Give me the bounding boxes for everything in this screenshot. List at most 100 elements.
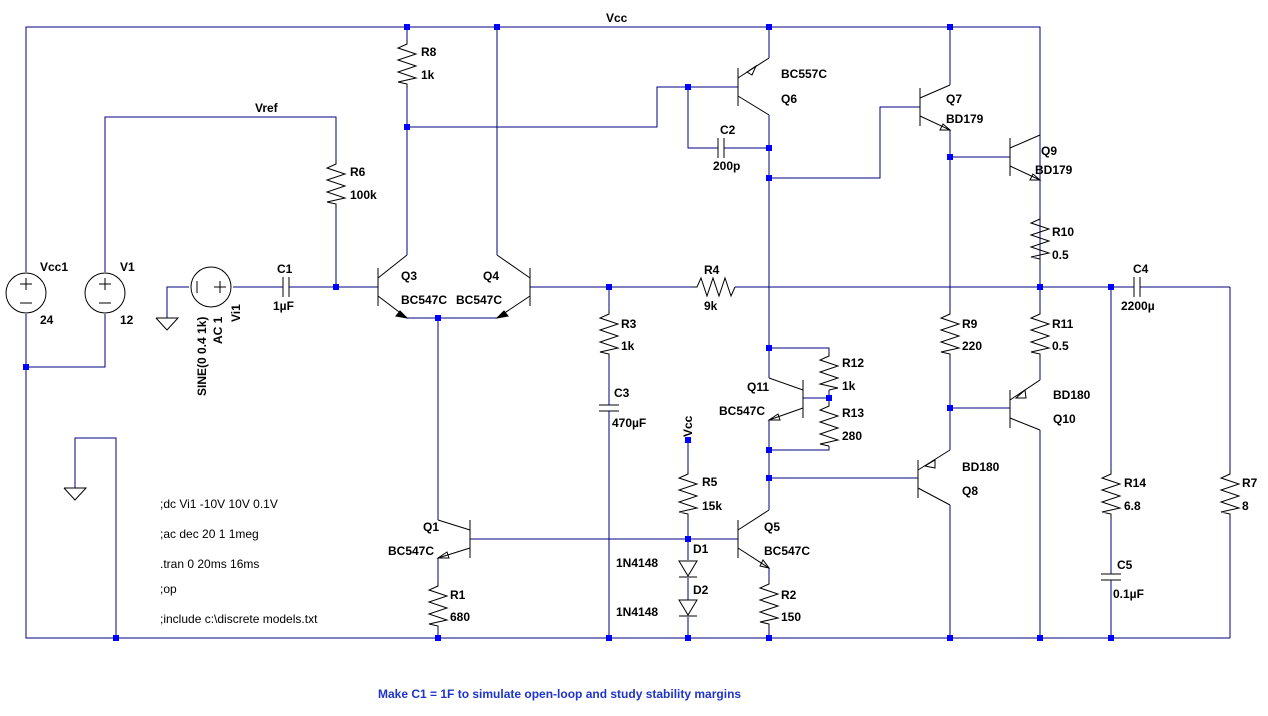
junction-dot <box>404 124 410 130</box>
junction-dot <box>685 635 691 641</box>
r5-name: R5 <box>702 475 718 489</box>
c2-capacitor-symbol <box>712 138 729 158</box>
r6-value: 100k <box>350 188 377 202</box>
r12-name: R12 <box>842 356 864 370</box>
r2-value: 150 <box>781 610 801 624</box>
q3-name: Q3 <box>401 269 417 283</box>
r9-value: 220 <box>962 339 982 353</box>
r6-resistor-symbol <box>325 160 347 208</box>
vi1-ac: AC 1 <box>211 316 225 344</box>
r13-name: R13 <box>842 406 864 420</box>
c1-value: 1µF <box>273 299 294 313</box>
junction-dot <box>826 395 832 401</box>
c5-name: C5 <box>1117 558 1133 572</box>
r10-name: R10 <box>1052 225 1074 239</box>
r14-value: 6.8 <box>1124 499 1141 513</box>
spice-directive[interactable]: .tran 0 20ms 16ms <box>160 557 259 571</box>
q11-name: Q11 <box>747 380 769 394</box>
r11-resistor-symbol <box>1029 310 1051 358</box>
junction-dot <box>333 284 339 290</box>
spice-directive[interactable]: ;op <box>160 582 177 596</box>
q6-name: Q6 <box>781 92 797 106</box>
junction-dot <box>1037 635 1043 641</box>
r13-resistor-symbol <box>818 402 840 447</box>
ground-symbol-left <box>63 487 88 501</box>
vcc1-source-symbol <box>5 272 47 314</box>
vi1-sine: SINE(0 0.4 1k) <box>195 317 209 396</box>
r12-value: 1k <box>842 379 856 393</box>
junction-dot <box>404 24 410 30</box>
v1-name: V1 <box>120 260 135 274</box>
junction-dot <box>947 405 953 411</box>
q1-transistor-symbol <box>436 519 471 559</box>
r10-value: 0.5 <box>1052 248 1069 262</box>
q10-name: Q10 <box>1053 412 1076 426</box>
junction-dot <box>685 84 691 90</box>
net-label-vcc: Vcc <box>606 11 628 25</box>
vcc1-name: Vcc1 <box>40 260 68 274</box>
junction-dot <box>766 475 772 481</box>
junction-dot <box>766 635 772 641</box>
r7-name: R7 <box>1242 476 1258 490</box>
q11-model: BC547C <box>719 404 765 418</box>
spice-directive[interactable]: ;include c:\discrete models.txt <box>160 612 318 626</box>
q5-model: BC547C <box>764 544 810 558</box>
c2-name: C2 <box>720 123 736 137</box>
r14-name: R14 <box>1124 476 1146 490</box>
q8-transistor-symbol <box>917 449 951 506</box>
junction-dot <box>23 364 29 370</box>
r3-resistor-symbol <box>598 310 620 358</box>
junction-dot <box>685 536 691 542</box>
q5-name: Q5 <box>764 520 780 534</box>
q4-model: BC547C <box>456 293 502 307</box>
junction-dot <box>435 315 441 321</box>
q7-model: BD179 <box>946 112 984 126</box>
c1-capacitor-symbol <box>277 277 294 297</box>
d1-name: D1 <box>693 542 709 556</box>
junction-dot <box>494 24 500 30</box>
r4-resistor-symbol <box>693 276 736 298</box>
c4-name: C4 <box>1133 262 1149 276</box>
r5-value: 15k <box>702 499 722 513</box>
junction-dot <box>1108 284 1114 290</box>
r1-value: 680 <box>450 610 470 624</box>
r9-resistor-symbol <box>939 310 961 358</box>
q5-transistor-symbol <box>737 509 771 569</box>
junction-dot <box>113 635 119 641</box>
footnote-comment[interactable]: Make C1 = 1F to simulate open-loop and s… <box>378 687 741 701</box>
spice-directive[interactable]: ;ac dec 20 1 1meg <box>160 527 259 541</box>
r13-value: 280 <box>842 429 862 443</box>
r11-name: R11 <box>1052 317 1074 331</box>
r1-name: R1 <box>450 588 466 602</box>
r4-name: R4 <box>704 263 720 277</box>
d2-model: 1N4148 <box>616 605 658 619</box>
q9-transistor-symbol <box>1009 134 1042 181</box>
d1-model: 1N4148 <box>616 556 658 570</box>
junction-dot <box>766 175 772 181</box>
q6-transistor-symbol <box>737 57 770 116</box>
net-label-vcc-r5: Vcc <box>681 415 695 437</box>
vi1-source-symbol <box>190 266 232 308</box>
q10-transistor-symbol <box>1009 379 1041 431</box>
v1-value: 12 <box>120 313 134 327</box>
d2-diode-symbol <box>678 599 698 617</box>
junction-dot <box>766 24 772 30</box>
r2-resistor-symbol <box>758 580 780 628</box>
r2-name: R2 <box>781 588 797 602</box>
spice-directive[interactable]: ;dc Vi1 -10V 10V 0.1V <box>160 497 278 511</box>
c1-name: C1 <box>277 262 293 276</box>
c3-name: C3 <box>614 386 630 400</box>
vi1-name: Vi1 <box>229 304 243 322</box>
d1-diode-symbol <box>678 560 698 578</box>
r8-name: R8 <box>421 45 437 59</box>
junction-dot <box>1037 284 1043 290</box>
r3-value: 1k <box>621 339 635 353</box>
q7-transistor-symbol <box>919 84 952 131</box>
r14-resistor-symbol <box>1100 470 1122 518</box>
q9-name: Q9 <box>1041 144 1057 158</box>
q4-transistor-symbol <box>495 254 531 319</box>
r7-value: 8 <box>1242 499 1249 513</box>
q1-model: BC547C <box>388 544 434 558</box>
q8-model: BD180 <box>962 460 1000 474</box>
q11-transistor-symbol <box>767 377 804 421</box>
